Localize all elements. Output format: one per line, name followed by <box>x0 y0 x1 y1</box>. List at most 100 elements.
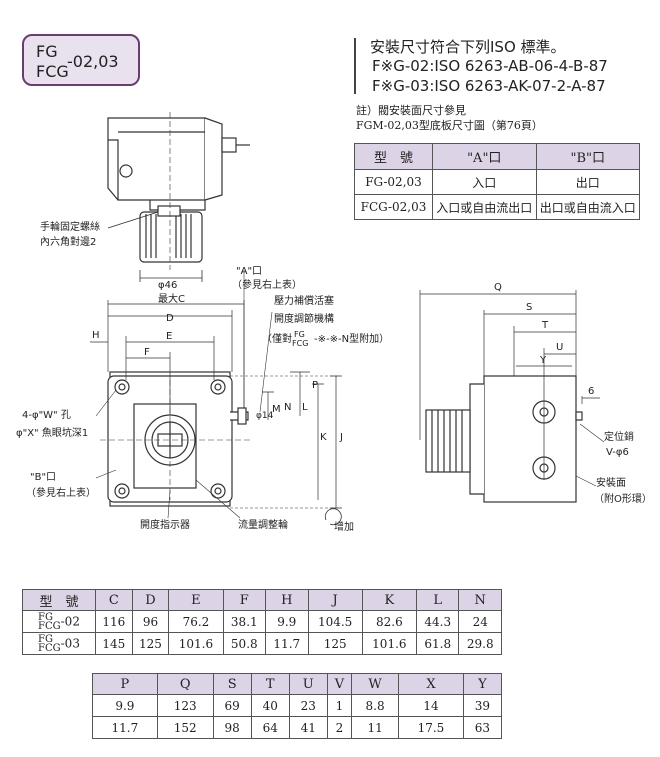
title-fcg: FCG <box>36 62 69 81</box>
cell: 23 <box>288 694 328 717</box>
dim1-header-f: F <box>222 589 267 611</box>
cell: 44.3 <box>415 610 460 633</box>
dim1-header-h: H <box>265 589 309 611</box>
dim-letter-e: E <box>166 331 172 342</box>
model-fg: FG <box>38 633 53 645</box>
table-row: FG FCG -02 116 96 76.2 38.1 9.9 104.5 82… <box>22 610 502 633</box>
dim2-header-x: X <box>398 673 464 695</box>
dim1-header-model: 型 號 <box>22 589 96 611</box>
label-b-ref: （參見右上表） <box>26 486 96 499</box>
dimension-table-1: 型 號 C D E F H J K L N FG FCG -02 116 96 … <box>22 589 502 655</box>
dimension-table-2: P Q S T U V W X Y 9.9 123 69 40 23 1 8.8… <box>92 673 503 739</box>
valve-drawing: 手輪固定螺絲 內六角對邊2 φ46 "A"口 （參見右上表） 最大C 壓力補償活… <box>16 112 652 533</box>
dim1-header-k: K <box>361 589 417 611</box>
table-row: FCG-02,03 入口或自由流出口 出口或自由流入口 <box>353 194 640 220</box>
label-pin-size: V-φ6 <box>606 447 629 458</box>
dim-table2-header: P Q S T U V W X Y <box>92 673 503 695</box>
dim-table1-header: 型 號 C D E F H J K L N <box>22 589 502 611</box>
label-a-ref: （參見右上表） <box>232 278 302 291</box>
note-line-1: 註）閥安裝面尺寸參見 <box>356 104 466 117</box>
cell: 96 <box>131 610 170 633</box>
label-mount-face: 安裝面 <box>596 476 626 489</box>
label-handwheel-screw: 手輪固定螺絲 <box>40 220 100 233</box>
iso-line-03: F※G-03:ISO 6263-AK-07-2-A-87 <box>372 77 606 95</box>
dim-letter-h: H <box>92 330 100 341</box>
dim-letter-t: T <box>541 320 549 331</box>
cell: 41 <box>288 716 328 739</box>
table-row: 11.7 152 98 64 41 2 11 17.5 63 <box>92 716 503 739</box>
handwheel <box>139 211 203 263</box>
cell: 50.8 <box>222 632 267 655</box>
dim1-header-e: E <box>168 589 224 611</box>
iso-divider <box>354 38 356 94</box>
dim-letter-f: F <box>144 347 150 358</box>
cell: 9.9 <box>265 610 309 633</box>
title-size: -02,03 <box>67 52 119 71</box>
cell: FCG-02,03 <box>353 194 434 220</box>
dim1-header-n: N <box>458 589 502 611</box>
model-suffix: -03 <box>60 636 80 650</box>
cell: 101.6 <box>361 632 417 655</box>
title-fg: FG <box>36 42 58 61</box>
label-pressure-piston: 壓力補償活塞 <box>274 294 334 307</box>
cell: 29.8 <box>458 632 502 655</box>
dim2-header-q: Q <box>156 673 214 695</box>
dim2-header-w: W <box>351 673 400 695</box>
dim2-header-p: P <box>92 673 158 695</box>
cell: 14 <box>398 694 464 717</box>
cell: 125 <box>307 632 363 655</box>
label-hex: 內六角對邊2 <box>40 235 96 248</box>
dim1-header-c: C <box>95 589 133 611</box>
model-cell: FG FCG -03 <box>22 632 96 655</box>
cell: 1 <box>326 694 353 717</box>
cell: 39 <box>462 694 503 717</box>
label-fcg-note-post: -※-※-N型附加） <box>314 332 389 345</box>
dim-letter-m: M <box>272 404 281 415</box>
cell: 9.9 <box>92 694 158 717</box>
dim-letter-s: S <box>526 302 532 313</box>
label-opening-mech: 開度調節機構 <box>274 312 334 325</box>
cell: 125 <box>131 632 170 655</box>
cell: 101.6 <box>168 632 224 655</box>
dim-letter-j: J <box>339 432 343 443</box>
cell: 入口 <box>432 169 537 195</box>
dim1-header-j: J <box>307 589 363 611</box>
cell: 98 <box>212 716 252 739</box>
note-line-2: FGM-02,03型底板尺寸圖（第76頁） <box>356 119 543 132</box>
dim-letter-l: L <box>302 402 308 413</box>
dim-letter-k: K <box>320 432 327 443</box>
label-increase: 增加 <box>334 520 354 533</box>
model-fcg: FCG <box>38 620 61 632</box>
cell: 82.6 <box>361 610 417 633</box>
port-table-header: 型 號 "A"口 "B"口 <box>353 143 640 170</box>
cell: 11 <box>351 716 400 739</box>
model-cell: FG FCG -02 <box>22 610 96 633</box>
dim-letter-u: U <box>556 342 563 353</box>
label-fcg-note-fg: FG <box>294 330 305 339</box>
cell: 8.8 <box>351 694 400 717</box>
label-fcg-note-fcg: FCG <box>292 339 308 348</box>
table-row: FG-02,03 入口 出口 <box>353 169 640 195</box>
cell: 2 <box>326 716 353 739</box>
table-row: FG FCG -03 145 125 101.6 50.8 11.7 125 1… <box>22 632 502 655</box>
dim-letter-d: D <box>166 313 174 324</box>
cell: 104.5 <box>307 610 363 633</box>
cell: 24 <box>458 610 502 633</box>
label-positioning-pin: 定位銷 <box>604 430 634 443</box>
model-fg: FG <box>38 611 53 623</box>
label-flow-knob: 流量調整輪 <box>238 518 288 531</box>
label-opening-indicator: 開度指示器 <box>140 518 190 531</box>
label-o-ring: （附O形環） <box>594 492 652 505</box>
side-handwheel <box>425 409 471 473</box>
label-max-c: 最大C <box>158 292 185 305</box>
dim2-header-u: U <box>288 673 328 695</box>
port-header-a: "A"口 <box>432 143 537 170</box>
iso-heading: 安裝尺寸符合下列ISO 標準。 <box>370 38 566 56</box>
cell: 145 <box>95 632 133 655</box>
port-table: 型 號 "A"口 "B"口 FG-02,03 入口 出口 FCG-02,03 入… <box>353 143 640 220</box>
cell: 40 <box>250 694 290 717</box>
cell: 38.1 <box>222 610 267 633</box>
dim1-header-l: L <box>415 589 460 611</box>
cell: 64 <box>250 716 290 739</box>
cell: 11.7 <box>265 632 309 655</box>
